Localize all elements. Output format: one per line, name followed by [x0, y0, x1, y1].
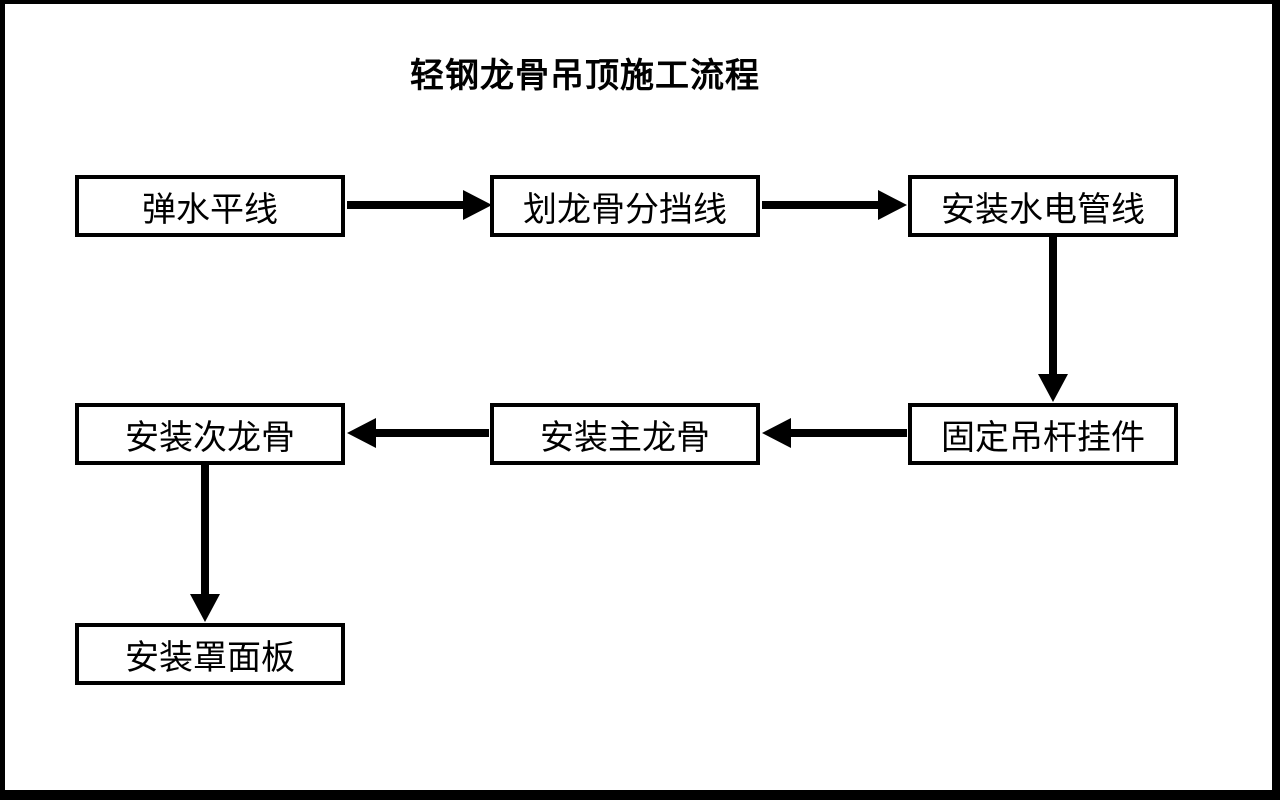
- arrow-step2-to-step3: [762, 190, 907, 220]
- node-step-7: 安装罩面板: [75, 623, 345, 685]
- node-label: 固定吊杆挂件: [941, 418, 1145, 457]
- arrow-step4-to-step5: [762, 418, 907, 448]
- node-step-1: 弹水平线: [75, 175, 345, 237]
- node-step-6: 安装次龙骨: [75, 403, 345, 465]
- arrow-step1-to-step2: [347, 190, 492, 220]
- node-step-2: 划龙骨分挡线: [490, 175, 760, 237]
- node-step-3: 安装水电管线: [908, 175, 1178, 237]
- node-label: 弹水平线: [142, 190, 278, 229]
- node-step-4: 固定吊杆挂件: [908, 403, 1178, 465]
- arrow-step3-to-step4: [1038, 237, 1068, 402]
- node-step-5: 安装主龙骨: [490, 403, 760, 465]
- diagram-title: 轻钢龙骨吊顶施工流程: [410, 57, 760, 95]
- node-label: 安装次龙骨: [125, 418, 295, 457]
- node-label: 安装水电管线: [941, 190, 1145, 229]
- node-label: 划龙骨分挡线: [523, 190, 727, 229]
- node-label: 安装罩面板: [125, 638, 295, 677]
- arrow-step6-to-step7: [190, 465, 220, 622]
- arrow-layer: [190, 190, 1068, 622]
- arrow-step5-to-step6: [347, 418, 489, 448]
- node-label: 安装主龙骨: [540, 418, 710, 457]
